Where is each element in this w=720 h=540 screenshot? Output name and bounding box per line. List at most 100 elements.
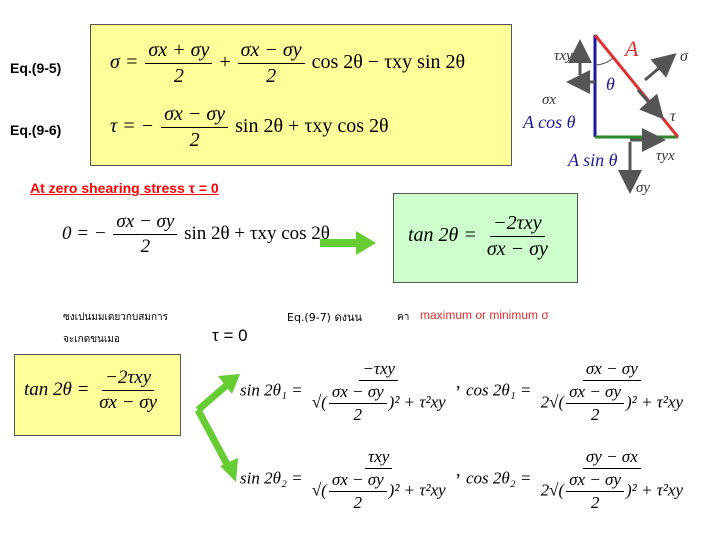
eq96-frac-num: σx − σy [161, 104, 229, 128]
cos1-num: σx − σy [582, 360, 641, 381]
sin1-num: −τxy [359, 360, 399, 381]
tan-yellow-num: −2τxy [102, 368, 155, 391]
cos2-den-pre: 2 [540, 480, 550, 500]
tan-green-lhs: tan 2θ = [408, 224, 477, 247]
cos1-rad-num: σx − σy [566, 382, 624, 404]
green-right-arrow [320, 231, 376, 255]
green-diagonal-arrows [194, 374, 240, 482]
eq95-label: Eq.(9-5) [10, 60, 62, 76]
cos2-rad-den: 2 [590, 492, 600, 512]
eq96-label: Eq.(9-6) [10, 122, 62, 138]
sin1-rad-tail: )² + τ²xy [388, 392, 446, 412]
sin2-rad-tail: )² + τ²xy [388, 480, 446, 500]
diagram-sigmay-label: σy [636, 180, 651, 196]
tan-equation-box [393, 193, 578, 283]
eq96-frac-den: 2 [189, 129, 200, 151]
stress-element-diagram [566, 34, 680, 194]
lower-arrow-shaft [194, 408, 232, 468]
cos2-rad-tail: )² + τ²xy [626, 480, 684, 500]
diagram-acos-label: A cos θ [523, 112, 576, 132]
tan-green-den: σx − σy [486, 238, 548, 260]
tan-green-num: −2τxy [490, 213, 545, 237]
tau-arrow [636, 89, 664, 120]
cos2-rad-num: σx − σy [566, 470, 624, 492]
theta-arc [594, 57, 614, 66]
tan-yellow-frac: −2τxy σx − σy [96, 368, 160, 413]
comma-2: , [456, 460, 461, 480]
lower-arrow-head [220, 458, 238, 482]
equation-box-top [90, 24, 512, 166]
eq95-frac1-den: 2 [173, 65, 184, 87]
sigma-arrow [644, 53, 677, 82]
sin2-rad-num: σx − σy [328, 470, 387, 492]
cos1-den-pre: 2 [540, 392, 550, 412]
eq95-formula: σ = σx + σy 2 + σx − σy 2 cos 2θ − τxy s… [110, 40, 465, 87]
zero-eq-lhs: 0 = − [62, 222, 107, 244]
thai-text-line2: จะเกดขนเมอ [63, 334, 120, 345]
zero-eq-frac: σx − σy 2 [113, 212, 178, 257]
comma-1: , [456, 372, 461, 392]
maxmin-text: maximum or minimum σ [420, 308, 549, 322]
eq96-tail: sin 2θ + τxy cos 2θ [235, 115, 389, 138]
diagram-asin-label: A sin θ [568, 150, 618, 170]
triangle-hypotenuse [593, 34, 680, 138]
eq95-frac1-num: σx + σy [145, 40, 213, 64]
upper-arrow-shaft [195, 381, 231, 413]
zero-shear-heading: At zero shearing stress τ = 0 [30, 180, 219, 196]
eq96-formula: τ = − σx − σy 2 sin 2θ + τxy cos 2θ [110, 104, 389, 151]
eq96-lhs: τ = − [110, 115, 155, 138]
cos2-num: σy − σx [582, 448, 641, 469]
tan-yellow-formula: tan 2θ = −2τxy σx − σy [24, 368, 162, 413]
upper-arrow-head [218, 374, 240, 394]
eq95-frac2-num: σx − σy [237, 40, 305, 64]
zero-shear-equation: 0 = − σx − σy 2 sin 2θ + τxy cos 2θ [62, 212, 330, 257]
eq97-text: Eq.(9-7) ดงนน [287, 311, 363, 324]
sin2-lhs: sin 2θ₂ = [240, 468, 303, 488]
diagram-sigmax-label: σx [542, 92, 557, 108]
zero-eq-tail: sin 2θ + τxy cos 2θ [184, 222, 330, 244]
eq95-frac2-den: 2 [266, 65, 277, 87]
tan-green-frac: −2τxy σx − σy [484, 213, 551, 260]
eq95-tail: cos 2θ − τxy sin 2θ [311, 51, 466, 74]
cos1-rad-tail: )² + τ²xy [626, 392, 684, 412]
thai-text-line1: ซงเปนมมเดยวกบสมการ [63, 312, 168, 323]
eq96-frac: σx − σy 2 [161, 104, 229, 151]
diagram-tauyx-label: τyx [656, 148, 675, 164]
diagram-A-label: A [625, 36, 639, 61]
tan-yellow-lhs: tan 2θ = [24, 378, 90, 400]
tan-equation-box-yellow [14, 354, 181, 436]
sin1-rad-num: σx − σy [328, 382, 387, 404]
sin1-rad-den: 2 [353, 404, 363, 424]
cos2-lhs: cos 2θ₂ = [466, 468, 532, 488]
sin2-rad-den: 2 [353, 492, 363, 512]
tan-yellow-den: σx − σy [99, 391, 158, 413]
tau-zero-text: τ = 0 [212, 326, 248, 345]
eq95-lhs: σ = [110, 51, 139, 74]
tan-green-formula: tan 2θ = −2τxy σx − σy [408, 213, 553, 260]
diagram-theta-label: θ [606, 74, 615, 94]
zero-eq-num: σx − σy [113, 212, 178, 235]
sin2-num: τxy [365, 448, 393, 469]
diagram-sigma-label: σ [680, 48, 688, 65]
eq95-frac2: σx − σy 2 [237, 40, 305, 87]
zero-eq-den: 2 [140, 235, 151, 257]
eq95-frac1: σx + σy 2 [145, 40, 213, 87]
cos1-lhs: cos 2θ₁ = [466, 380, 532, 400]
diagram-tauxy-label: τxy [554, 48, 573, 64]
